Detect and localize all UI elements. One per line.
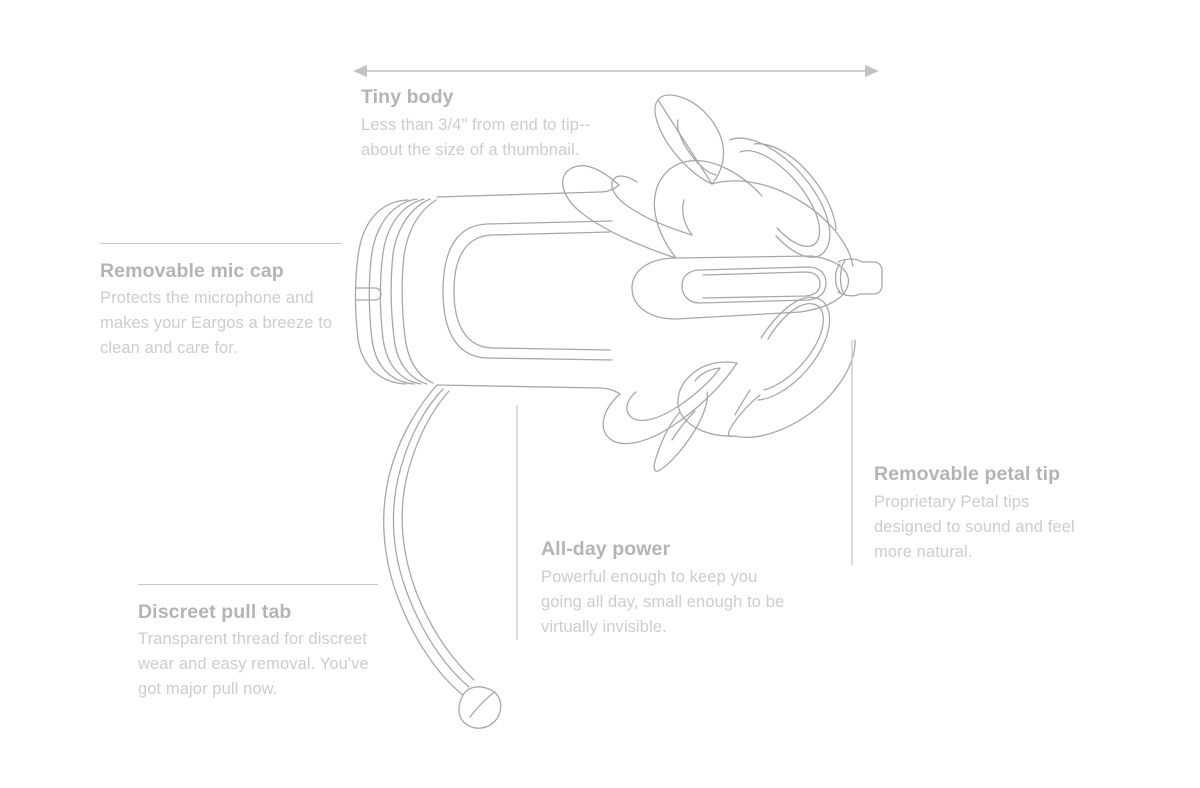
- callout-mic-cap-body: Protects the microphone and makes your E…: [100, 289, 333, 358]
- pull-tab-shape: [383, 384, 502, 729]
- callout-all-day-title: All-day power: [541, 538, 671, 560]
- callout-mic-cap-rule: [100, 243, 342, 244]
- callout-petal-body: Proprietary Petal tips designed to sound…: [874, 493, 1075, 562]
- callout-all-day-body: Powerful enough to keep you going all da…: [541, 568, 785, 637]
- callout-tiny-body: Tiny body Less than 3/4" from end to tip…: [361, 84, 591, 163]
- tiny-body-dimension-arrow: [353, 65, 879, 77]
- callout-mic-cap-title: Removable mic cap: [100, 260, 284, 282]
- petal-tip-shape: [562, 94, 883, 472]
- callout-all-day-power: All-day power Powerful enough to keep yo…: [541, 536, 791, 641]
- callout-pull-tab-title: Discreet pull tab: [138, 601, 292, 623]
- arrowhead-left-icon: [353, 65, 367, 77]
- callout-pull-tab-rule: [138, 584, 378, 585]
- arrowhead-right-icon: [865, 65, 879, 77]
- callout-petal-title: Removable petal tip: [874, 463, 1061, 485]
- device-body-shape: [436, 184, 621, 395]
- callout-pull-tab-body: Transparent thread for discreet wear and…: [138, 630, 369, 699]
- callout-removable-mic-cap: Removable mic cap Protects the microphon…: [100, 243, 342, 362]
- callout-tiny-body-body: Less than 3/4" from end to tip--about th…: [361, 116, 591, 160]
- callout-discreet-pull-tab: Discreet pull tab Transparent thread for…: [138, 584, 378, 703]
- callout-removable-petal-tip: Removable petal tip Proprietary Petal ti…: [874, 461, 1099, 566]
- callout-tiny-body-title: Tiny body: [361, 86, 454, 108]
- mic-cap-shape: [354, 198, 437, 385]
